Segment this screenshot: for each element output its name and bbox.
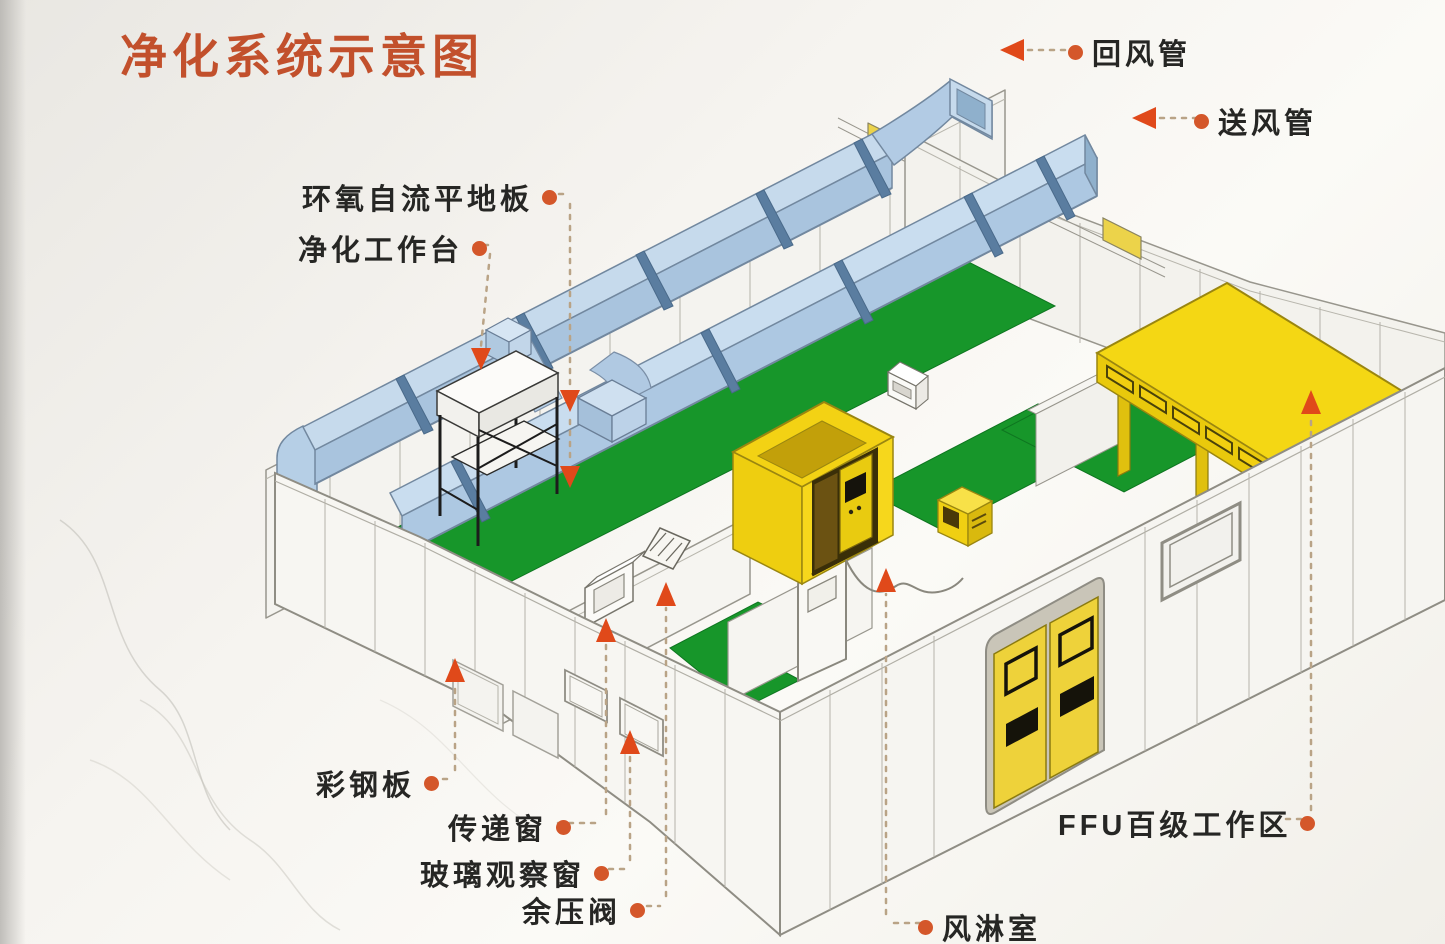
leader-dot <box>424 775 440 791</box>
label-text: 玻璃观察窗 <box>420 860 586 892</box>
leader-dot <box>594 865 610 881</box>
leader-dot <box>918 919 933 935</box>
observation-window-2 <box>619 696 664 758</box>
leader-dot <box>1300 815 1316 831</box>
cutaway-squiggle <box>845 559 964 594</box>
front-left-wall <box>274 471 781 938</box>
leader-arrows <box>445 39 1321 754</box>
label-color-steel-panel: 彩钢板 <box>316 762 440 804</box>
ffu-filter-slots <box>1106 364 1266 477</box>
ceiling-diffuser-front <box>576 351 652 444</box>
label-text: 余压阀 <box>522 897 622 929</box>
wall-mounted-box <box>887 361 929 411</box>
ffu-canopy <box>1095 281 1417 501</box>
arrow-observation-window <box>620 730 640 754</box>
entry-door-window <box>807 574 837 614</box>
air-shower-door <box>839 453 873 554</box>
label-text: FFU百级工作区 <box>1058 810 1292 842</box>
arrow-return-duct <box>1000 39 1024 61</box>
wall-panel-left-1 <box>452 658 504 733</box>
leader-dot <box>1068 44 1083 60</box>
label-text: 彩钢板 <box>316 770 416 802</box>
label-glass-observation-window: 玻璃观察窗 <box>420 852 610 894</box>
arrow-steel-panel <box>445 658 465 682</box>
label-text: 净化工作台 <box>298 235 464 267</box>
paper-texture <box>0 0 681 944</box>
arrow-pressure-valve <box>656 582 676 606</box>
label-return-duct: 回风管 <box>1068 31 1191 73</box>
arrow-ffu-area <box>1301 390 1321 414</box>
arrow-supply-duct <box>1132 107 1156 129</box>
entry-door-wall <box>727 547 873 703</box>
transfer-window-box <box>584 550 646 629</box>
leader-dot <box>556 819 572 835</box>
air-shower-room <box>730 400 896 586</box>
arrow-epoxy-upper <box>560 390 580 412</box>
label-text: 风淋室 <box>942 914 1042 944</box>
control-box <box>936 486 994 548</box>
arrow-workbench <box>471 348 491 370</box>
label-supply-duct: 送风管 <box>1194 100 1317 142</box>
window-right-wall <box>1160 500 1242 603</box>
double-doors <box>985 577 1105 815</box>
label-text: 回风管 <box>1092 39 1192 71</box>
supply-duct <box>388 133 1099 556</box>
label-transfer-window: 传递窗 <box>448 806 572 848</box>
label-ffu-work-area: FFU百级工作区 <box>1058 802 1316 844</box>
label-air-shower: 风淋室 <box>918 906 1041 944</box>
clean-workbench <box>435 350 561 546</box>
label-residual-pressure-valve: 余压阀 <box>522 889 646 931</box>
leader-dot <box>1194 113 1209 129</box>
label-epoxy-floor: 环氧自流平地板 <box>302 176 558 218</box>
label-text: 传递窗 <box>448 814 548 846</box>
arrow-transfer-window <box>596 618 616 642</box>
ceiling-vent-right <box>1102 217 1142 260</box>
wall-panel-left-2 <box>512 689 559 760</box>
supply-duct-flanges <box>450 155 1076 523</box>
leader-dot <box>542 189 558 205</box>
label-text: 送风管 <box>1218 108 1318 140</box>
page-title: 净化系统示意图 <box>120 30 484 83</box>
residual-pressure-valve-unit <box>641 527 692 570</box>
label-clean-workbench: 净化工作台 <box>298 227 488 269</box>
arrow-air-shower <box>876 568 896 592</box>
door-leaf-left <box>993 623 1047 810</box>
front-right-wall <box>779 366 1445 937</box>
leader-dot <box>630 902 646 918</box>
arrow-epoxy-floor <box>560 466 580 488</box>
label-text: 环氧自流平地板 <box>302 184 534 216</box>
leader-dot <box>472 240 488 256</box>
